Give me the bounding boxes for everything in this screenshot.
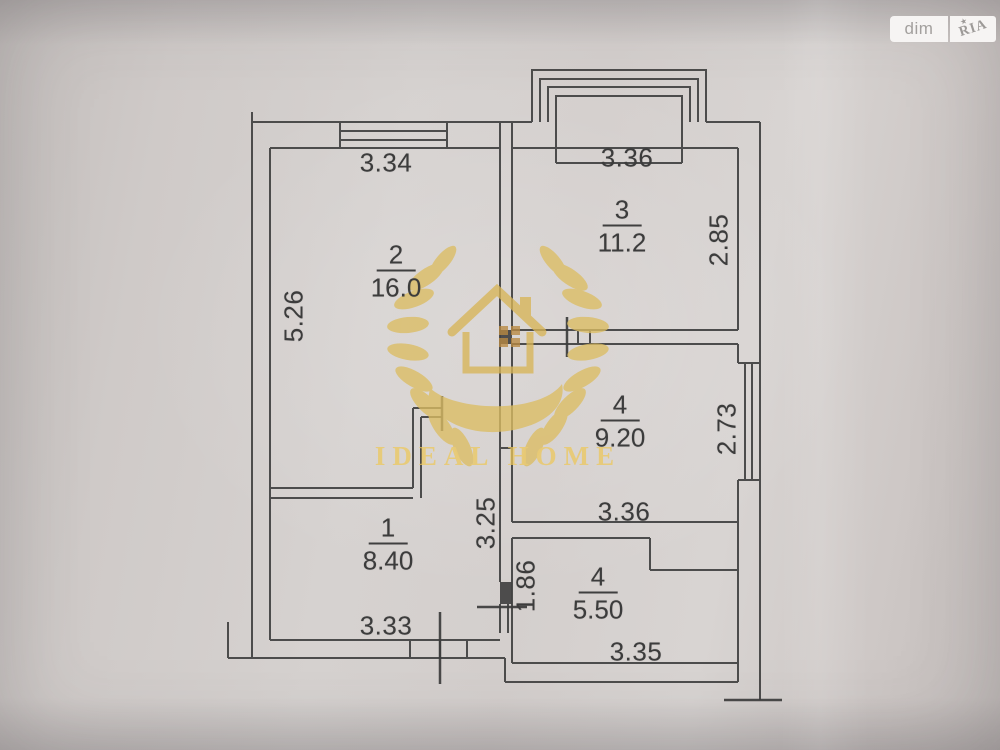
hand-icon bbox=[428, 384, 563, 433]
dim-room4a-right: 2.73 bbox=[711, 402, 742, 456]
dim-hall-height: 3.25 bbox=[470, 496, 501, 550]
house-icon bbox=[447, 283, 547, 374]
dim-room4b-bottom: 3.35 bbox=[609, 636, 663, 667]
watermark-laurel-logo: IDEAL HOME bbox=[375, 245, 621, 471]
room-label-4b: 4 5.50 bbox=[573, 563, 624, 624]
room-area: 9.20 bbox=[594, 422, 646, 453]
watermark-brand-text: IDEAL HOME bbox=[375, 441, 621, 471]
dim-hall-door: 1.86 bbox=[510, 559, 541, 613]
dim-room3-top: 3.36 bbox=[600, 142, 654, 173]
room-label-4a: 4 9.20 bbox=[595, 391, 646, 452]
room-number: 3 bbox=[602, 196, 642, 227]
room-label-1: 1 8.40 bbox=[363, 514, 414, 575]
room-number: 4 bbox=[600, 391, 640, 422]
room-label-2: 2 16.0 bbox=[371, 241, 422, 302]
room-number: 4 bbox=[578, 563, 618, 594]
dim-ria-watermark-badge: dim ★ RIA bbox=[890, 16, 996, 42]
dim-room2-top: 3.34 bbox=[359, 147, 413, 178]
room-area: 16.0 bbox=[370, 272, 422, 303]
dim-room1-bottom: 3.33 bbox=[359, 610, 413, 641]
dim-logo-text: dim bbox=[904, 19, 934, 38]
room-number: 1 bbox=[368, 514, 408, 545]
ria-logo: ★ RIA bbox=[950, 16, 996, 42]
dim-room2-left: 5.26 bbox=[278, 289, 309, 343]
room-number: 2 bbox=[376, 241, 416, 272]
dim-logo: dim bbox=[890, 16, 948, 42]
room-label-3: 3 11.2 bbox=[598, 196, 647, 257]
room-area: 11.2 bbox=[597, 227, 647, 258]
room-area: 8.40 bbox=[362, 545, 414, 576]
dim-room3-right: 2.85 bbox=[703, 213, 734, 267]
room-area: 5.50 bbox=[572, 594, 624, 625]
dim-room4a-bottom: 3.36 bbox=[597, 496, 651, 527]
